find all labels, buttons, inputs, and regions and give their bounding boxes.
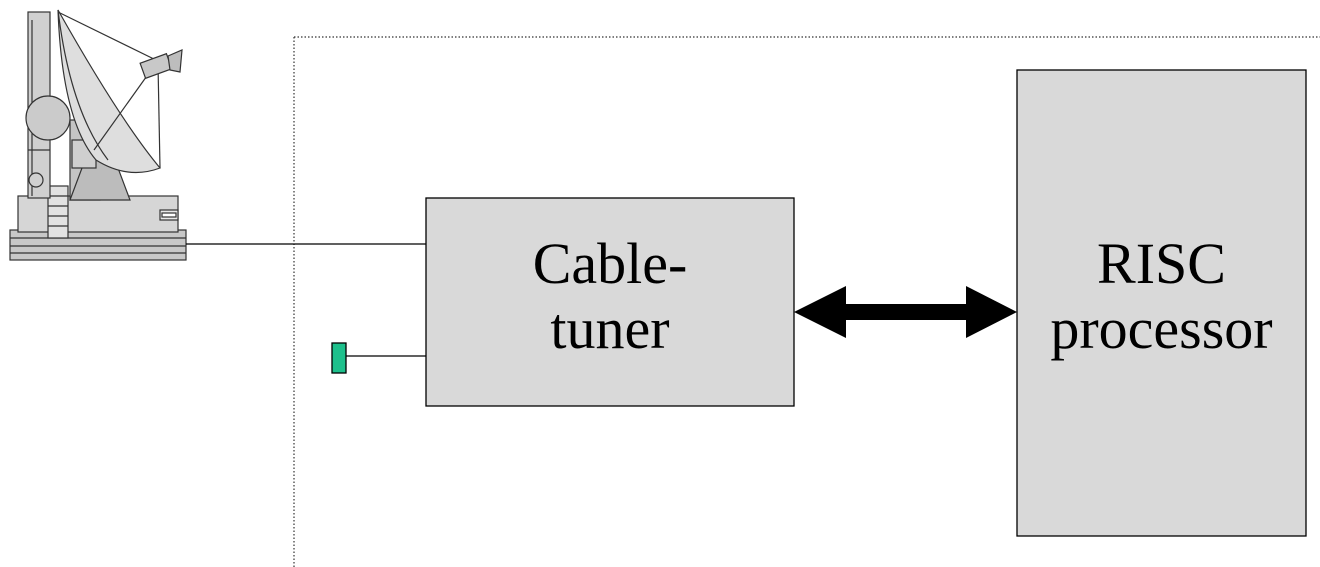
system-boundary xyxy=(293,36,1320,567)
cable-line xyxy=(186,243,459,357)
risc-processor-block xyxy=(1016,69,1307,537)
risc-processor-label-line1: RISC xyxy=(1097,231,1226,296)
cable-tuner-label: Cable-tuner xyxy=(426,231,794,362)
satellite-dish-icon xyxy=(9,9,187,261)
cable-tuner-label-line1: Cable- xyxy=(532,231,688,296)
risc-processor-label-line2: processor xyxy=(1050,295,1273,361)
connector-icon xyxy=(331,342,347,374)
cable-tuner-label-line2: tuner xyxy=(550,295,670,361)
bidirectional-arrow xyxy=(794,286,1017,338)
cable-tuner-block xyxy=(425,197,795,407)
